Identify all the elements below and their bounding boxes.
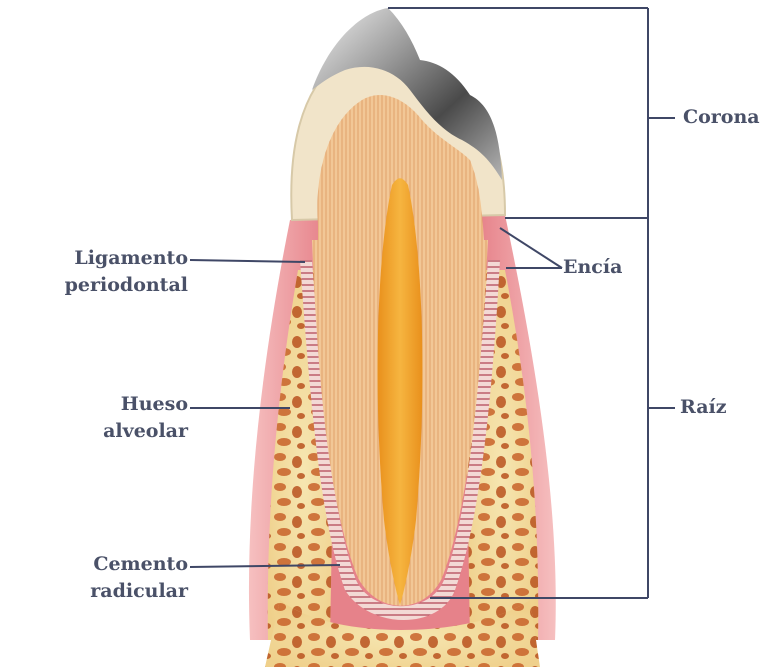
label-raiz: Raíz	[680, 394, 727, 421]
ligamento-line2: periodontal	[20, 272, 188, 299]
cemento-line2: radicular	[20, 578, 188, 605]
label-ligamento-periodontal: Ligamento periodontal	[20, 245, 188, 298]
label-cemento-radicular: Cemento radicular	[20, 551, 188, 604]
raiz-text: Raíz	[680, 396, 727, 418]
corona-text: Corona	[683, 106, 760, 128]
label-corona: Corona	[683, 104, 760, 131]
encia-text: Encía	[563, 256, 622, 278]
hueso-line1: Hueso	[20, 391, 188, 418]
ligamento-line1: Ligamento	[20, 245, 188, 272]
label-hueso-alveolar: Hueso alveolar	[20, 391, 188, 444]
label-encia: Encía	[563, 254, 622, 281]
hueso-line2: alveolar	[20, 418, 188, 445]
cemento-line1: Cemento	[20, 551, 188, 578]
